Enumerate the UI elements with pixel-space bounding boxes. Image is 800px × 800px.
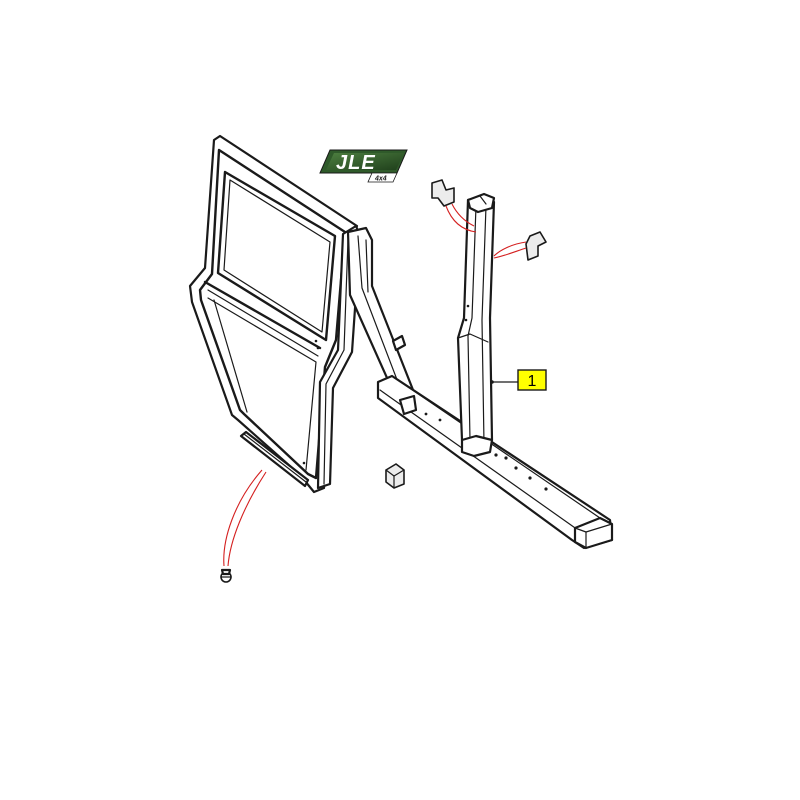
callout-1-label: 1: [528, 373, 537, 390]
brand-logo: JLE 4x4: [319, 149, 408, 183]
rubber-bump-stop: [385, 463, 405, 489]
red-leader-lines: [223, 203, 527, 567]
trim-clip: [220, 568, 232, 583]
door-bottom-seal: [239, 430, 310, 488]
logo-sub-text: 4x4: [374, 176, 387, 183]
pillar-bracket-right: [525, 231, 547, 261]
pillar-bracket-left: [431, 179, 455, 207]
door-frame: [188, 134, 359, 494]
b-pillar-frame: [346, 192, 614, 550]
logo-brand-text: JLE: [336, 152, 376, 174]
callout-1[interactable]: 1: [490, 369, 547, 391]
